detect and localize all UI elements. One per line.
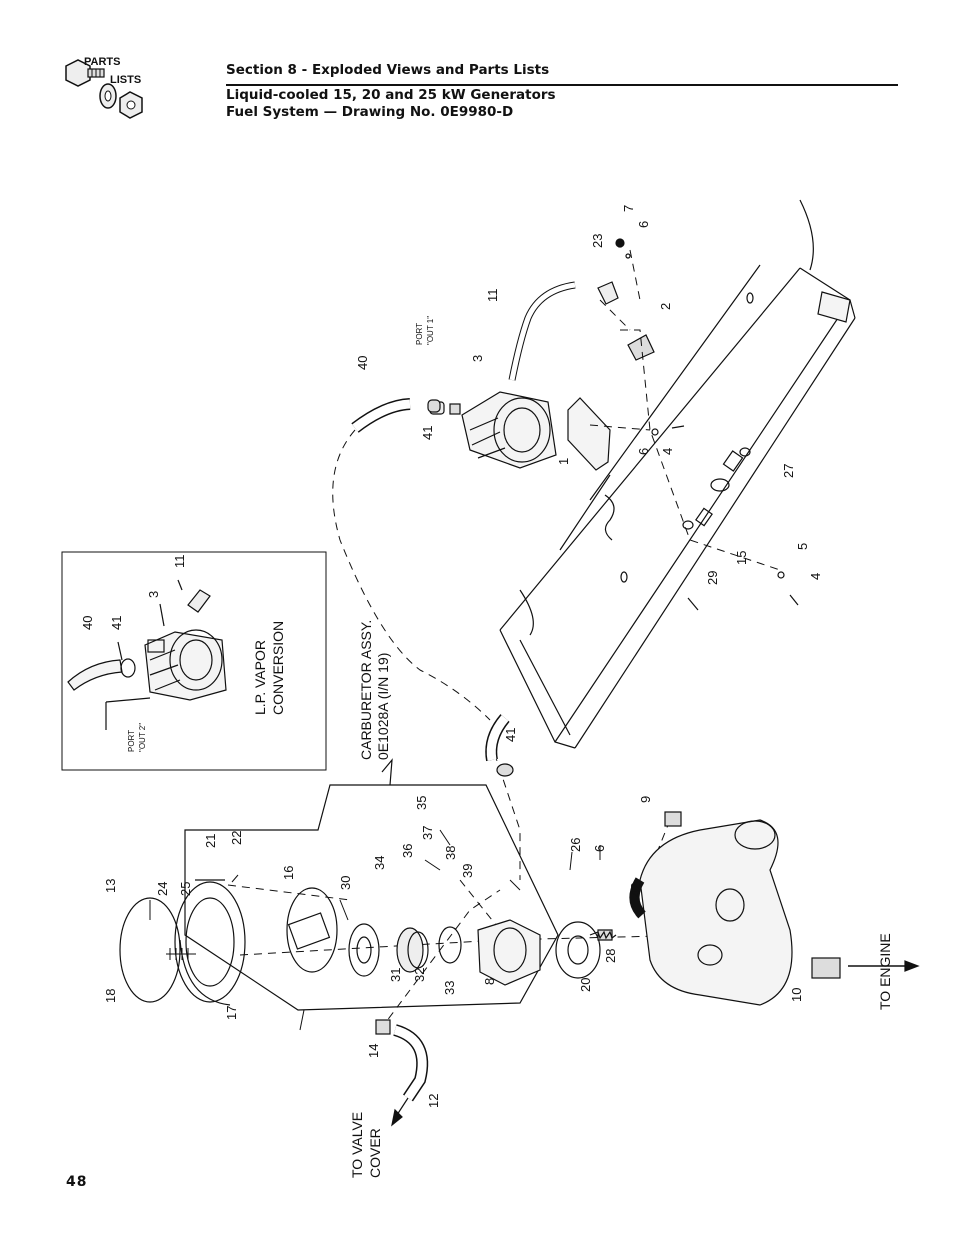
page-number: 48 — [66, 1174, 88, 1190]
gasket-33 — [438, 926, 462, 964]
part-callout-17: 17 — [224, 1006, 239, 1020]
drawing-subtitle-line1: Liquid-cooled 15, 20 and 25 kW Generator… — [226, 87, 556, 103]
part-callout-25: 25 — [178, 882, 193, 896]
hex-bolt-icon — [65, 59, 91, 87]
part-callout-7: 7 — [621, 205, 636, 212]
adapter-plate — [286, 887, 338, 973]
part-callout-11: 11 — [172, 555, 187, 569]
part-callout-6: 6 — [636, 448, 651, 455]
logo-text-parts: PARTS — [84, 56, 120, 68]
logo-text-lists: LISTS — [110, 74, 141, 86]
part-callout-34: 34 — [372, 856, 387, 870]
to-valve-label-line1: TO VALVE — [349, 1112, 365, 1178]
gasket-30 — [348, 923, 380, 977]
part-callout-3: 3 — [470, 355, 485, 362]
part-callout-13: 13 — [103, 879, 118, 893]
throttle-body — [396, 927, 424, 973]
part-callout-28: 28 — [603, 949, 618, 963]
fitting-10 — [811, 957, 841, 979]
part-callout-14: 14 — [366, 1044, 381, 1058]
air-cleaner-housing — [174, 881, 246, 1003]
part-callout-30: 30 — [338, 876, 353, 890]
part-callout-32: 32 — [412, 968, 427, 982]
part-callout-21: 21 — [203, 834, 218, 848]
air-cleaner-cover — [119, 897, 181, 1003]
part-callout-27: 27 — [781, 464, 796, 478]
part-callout-37: 37 — [420, 826, 435, 840]
part-callout-20: 20 — [578, 978, 593, 992]
lp-vapor-inset-box — [61, 551, 327, 771]
part-callout-38: 38 — [443, 846, 458, 860]
inset-title-line2: CONVERSION — [270, 621, 286, 715]
spring-28 — [589, 930, 617, 940]
part-callout-6: 6 — [636, 221, 651, 228]
gasket-20 — [555, 921, 601, 979]
part-callout-36: 36 — [400, 844, 415, 858]
part-callout-12: 12 — [426, 1094, 441, 1108]
section-title: Section 8 - Exploded Views and Parts Lis… — [226, 62, 550, 78]
part-callout-42: 42 — [628, 883, 643, 897]
part-callout-40: 40 — [80, 616, 95, 630]
part-callout-3: 3 — [146, 591, 161, 598]
part-callout-41: 41 — [109, 616, 124, 630]
hose-42 — [629, 877, 646, 919]
part-callout-40: 40 — [355, 356, 370, 370]
part-callout-31: 31 — [388, 968, 403, 982]
carburetor-label-line1: CARBURETOR ASSY. — [358, 620, 374, 760]
part-callout-10: 10 — [789, 988, 804, 1002]
fuel-regulator — [429, 391, 557, 469]
drawing-subtitle-line2: Fuel System — Drawing No. 0E9980-D — [226, 104, 514, 120]
part-callout-11: 11 — [485, 289, 500, 303]
part-callout-35: 35 — [414, 796, 429, 810]
part-callout-1: 1 — [556, 458, 571, 465]
intake-manifold — [639, 819, 793, 1006]
part-callout-41: 41 — [420, 426, 435, 440]
carburetor-assembly-outline — [184, 784, 559, 1011]
part-callout-22: 22 — [229, 831, 244, 845]
part-callout-4: 4 — [660, 448, 675, 455]
elbow-23 — [597, 281, 619, 305]
regulator-bracket — [567, 397, 611, 471]
frame-rail — [499, 199, 856, 749]
parts-lists-logo: PARTS LISTS — [65, 56, 143, 119]
header-rule — [226, 84, 898, 86]
part-callout-5: 5 — [795, 543, 810, 550]
part-callout-16: 16 — [281, 866, 296, 880]
part-callout-23: 23 — [590, 234, 605, 248]
inset-regulator — [144, 629, 227, 701]
main-port-label-line1: PORT — [415, 323, 424, 345]
mixer-body — [477, 919, 541, 986]
part-callout-18: 18 — [103, 989, 118, 1003]
part-callout-33: 33 — [442, 981, 457, 995]
inset-port-label-line2: "OUT 2" — [138, 723, 147, 752]
part-callout-8: 8 — [482, 978, 497, 985]
part-callout-39: 39 — [460, 864, 475, 878]
inset-title-line1: L.P. VAPOR — [252, 640, 268, 715]
main-port-label-line2: "OUT 1" — [426, 316, 435, 345]
part-callout-41: 41 — [503, 728, 518, 742]
inset-fitting-11 — [187, 589, 211, 613]
part-callout-6: 6 — [592, 845, 607, 852]
part-callout-9: 9 — [638, 796, 653, 803]
to-engine-label: TO ENGINE — [877, 933, 893, 1010]
part-callout-4: 4 — [808, 573, 823, 580]
part-callout-26: 26 — [568, 838, 583, 852]
to-valve-label-line2: COVER — [367, 1128, 383, 1178]
part-callout-24: 24 — [155, 882, 170, 896]
carburetor-label-line2: 0E1028A (I/N 19) — [375, 653, 391, 760]
part-callout-2: 2 — [658, 303, 673, 310]
part-callout-29: 29 — [705, 571, 720, 585]
part-callout-15: 15 — [734, 551, 749, 565]
bracket-2 — [627, 334, 655, 361]
inset-port-label-line1: PORT — [127, 730, 136, 752]
